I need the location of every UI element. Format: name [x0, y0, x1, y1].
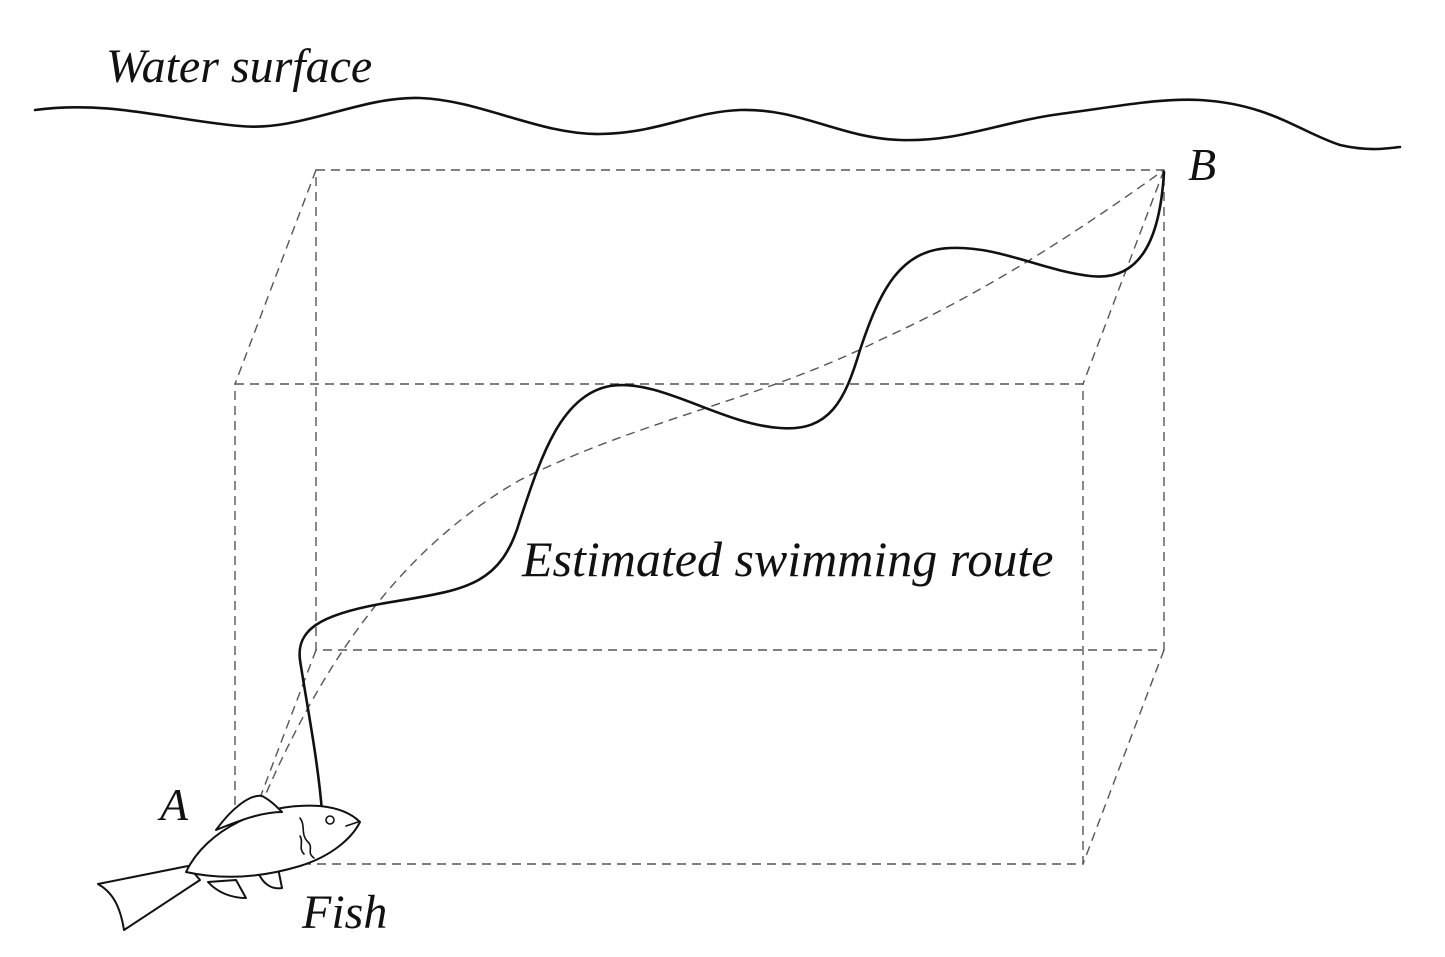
point-a-label: A — [157, 779, 189, 830]
estimated-swimming-route — [298, 170, 1166, 814]
point-b-label: B — [1188, 139, 1216, 190]
fish-icon — [97, 794, 361, 931]
dashed-box — [234, 169, 1165, 865]
fish-label: Fish — [301, 886, 387, 939]
dashed-direct-route — [237, 169, 1165, 863]
water-surface-line — [33, 96, 1402, 151]
water-surface-label: Water surface — [106, 40, 372, 93]
route-label: Estimated swimming route — [521, 531, 1053, 587]
